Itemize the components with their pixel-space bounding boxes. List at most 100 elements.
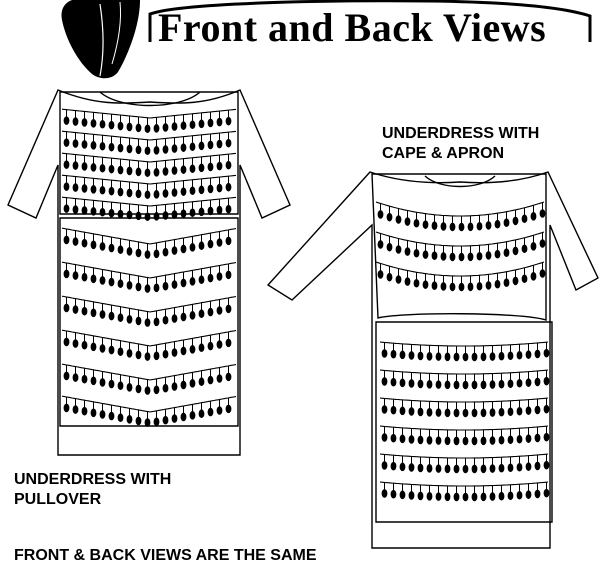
fringe-tassel	[135, 409, 142, 426]
fringe-tassel	[453, 373, 460, 390]
fringe-tassel	[381, 370, 388, 386]
fringe-tassel	[180, 114, 187, 130]
fringe-tassel	[422, 213, 429, 229]
fringe-tassel	[516, 428, 523, 444]
fringe-tassel	[485, 274, 492, 290]
fringe-tassel	[207, 335, 214, 351]
fringe-tassel	[162, 343, 169, 359]
fringe-tassel	[81, 400, 88, 416]
fringe-tassel	[489, 457, 496, 473]
fringe-tassel	[180, 305, 187, 322]
fringe-tassel	[449, 215, 456, 232]
fringe-tassel	[453, 457, 460, 474]
fringe-tassel	[543, 482, 550, 498]
fringe-tassel	[413, 242, 420, 258]
fringe-tassel	[153, 378, 160, 395]
fringe-tassel	[117, 159, 124, 175]
fringe-tassel	[108, 158, 115, 174]
fringe-tassel	[144, 139, 151, 156]
fringe-tassel	[507, 456, 514, 473]
fringe-tassel	[435, 429, 442, 445]
fringe-tassel	[498, 457, 505, 473]
fringe-tassel	[144, 183, 151, 200]
fringe-tassel	[440, 275, 447, 291]
fringe-tassel	[135, 160, 142, 177]
fringe-tassel	[435, 373, 442, 389]
fringe-tassel	[417, 456, 424, 473]
fringe-tassel	[180, 202, 187, 218]
fringe-tassel	[135, 204, 142, 221]
fringe-tassel	[386, 206, 393, 222]
fringe-tassel	[422, 243, 429, 259]
fringe-tassel	[162, 182, 169, 198]
fringe-tassel	[180, 405, 187, 422]
fringe-tassel	[90, 134, 97, 150]
right-apron	[375, 321, 553, 523]
fringe-tassel	[171, 181, 178, 197]
fringe-tassel	[417, 484, 424, 501]
fringe-band	[379, 369, 549, 375]
fringe-tassel	[144, 411, 151, 427]
fringe-tassel	[63, 109, 70, 125]
fringe-tassel	[426, 485, 433, 501]
fringe-tassel	[171, 159, 178, 175]
fringe-tassel	[90, 401, 97, 418]
right-dress	[266, 171, 599, 549]
fringe-tassel	[72, 298, 79, 314]
fringe-tassel	[99, 179, 106, 195]
fringe-tassel	[377, 203, 384, 219]
fringe-tassel	[225, 132, 232, 148]
fringe-tassel	[117, 406, 124, 422]
fringe-tassel	[534, 398, 541, 415]
fringe-tassel	[494, 243, 501, 259]
fringe-tassel	[516, 456, 523, 472]
fringe-tassel	[135, 182, 142, 199]
fringe-tassel	[404, 210, 411, 226]
fringe-tassel	[171, 203, 178, 219]
fringe-tassel	[171, 115, 178, 131]
fringe-tassel	[126, 137, 133, 154]
fringe-tassel	[516, 400, 523, 416]
fringe-tassel	[399, 455, 406, 472]
fringe-tassel	[207, 177, 214, 194]
right-cape	[371, 173, 547, 321]
fringe-tassel	[117, 340, 124, 356]
fringe-tassel	[471, 401, 478, 418]
fringe-tassel	[498, 485, 505, 501]
fringe-tassel	[171, 307, 178, 323]
fringe-band	[61, 227, 237, 245]
fringe-tassel	[81, 133, 88, 149]
fringe-tassel	[507, 428, 514, 445]
left-pullover-top	[59, 91, 239, 215]
fringe-tassel	[539, 232, 546, 248]
fringe-tassel	[117, 306, 124, 322]
fringe-tassel	[135, 275, 142, 292]
fringe-tassel	[81, 199, 88, 215]
fringe-band	[61, 108, 237, 119]
fringe-tassel	[72, 198, 79, 214]
fringe-tassel	[153, 310, 160, 327]
fringe-tassel	[198, 112, 205, 129]
fringe-tassel	[99, 135, 106, 151]
fringe-tassel	[153, 139, 160, 155]
fringe-tassel	[498, 401, 505, 417]
fringe-tassel	[539, 202, 546, 218]
fringe-tassel	[462, 485, 469, 502]
fringe-tassel	[480, 429, 487, 446]
fringe-tassel	[399, 399, 406, 416]
fringe-tassel	[180, 271, 187, 288]
fringe-tassel	[503, 241, 510, 258]
fringe-tassel	[207, 155, 214, 172]
fringe-tassel	[72, 230, 79, 246]
fringe-tassel	[153, 161, 160, 177]
fringe-tassel	[135, 343, 142, 360]
fringe-tassel	[99, 201, 106, 217]
fringe-tassel	[507, 484, 514, 501]
fringe-tassel	[381, 426, 388, 442]
fringe-tassel	[467, 275, 474, 292]
fringe-tassel	[539, 262, 546, 278]
fringe-tassel	[225, 331, 232, 348]
fringe-tassel	[431, 274, 438, 291]
fringe-tassel	[135, 377, 142, 394]
fringe-tassel	[144, 117, 151, 134]
